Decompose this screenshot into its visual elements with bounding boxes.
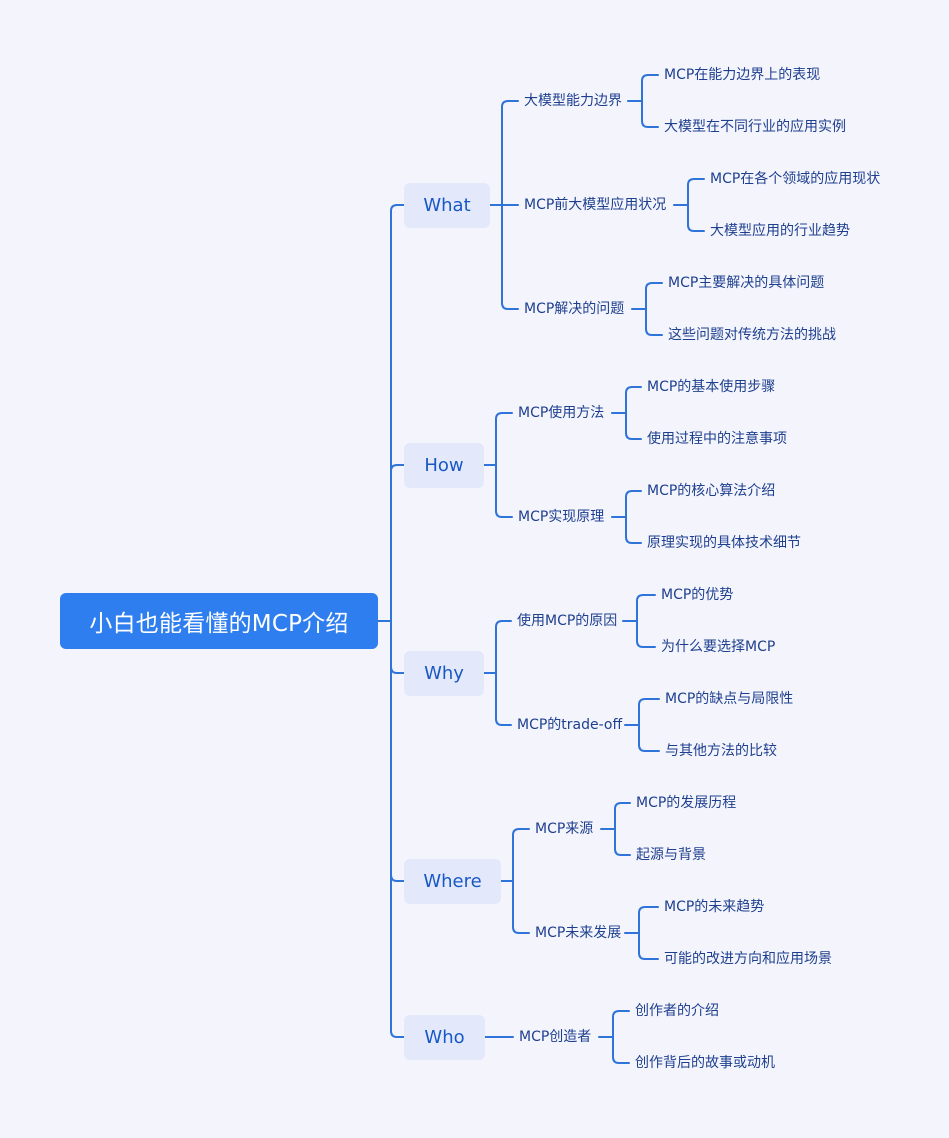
- topic-0-2[interactable]: MCP解决的问题: [524, 301, 625, 317]
- link-3-1-link-1: [638, 952, 659, 960]
- link-0-0-link-0: [641, 74, 659, 82]
- link-1-link-0: [495, 412, 513, 420]
- link-3-link-0: [512, 828, 530, 836]
- topic-1-0[interactable]: MCP使用方法: [518, 405, 605, 421]
- link-1-1-link-1: [625, 536, 642, 544]
- link-2-0-link-1: [636, 640, 656, 648]
- subtopic-3-1-0[interactable]: MCP的未来趋势: [664, 899, 765, 915]
- link-0-2-link-0: [645, 282, 663, 290]
- subtopic-0-1-1[interactable]: 大模型应用的行业趋势: [710, 223, 850, 239]
- subtopic-0-0-0[interactable]: MCP在能力边界上的表现: [664, 67, 821, 83]
- subtopic-2-0-1[interactable]: 为什么要选择MCP: [661, 639, 776, 655]
- link-root-link-0: [390, 204, 405, 212]
- link-0-1-link-0: [687, 178, 705, 186]
- branch-how[interactable]: How: [404, 443, 484, 488]
- link-0-1-link-1: [687, 224, 705, 232]
- subtopic-1-0-0[interactable]: MCP的基本使用步骤: [647, 379, 776, 395]
- topic-2-1[interactable]: MCP的trade-off: [517, 717, 623, 733]
- link-root-link-3: [390, 874, 405, 882]
- subtopic-4-0-1[interactable]: 创作背后的故事或动机: [635, 1055, 775, 1071]
- link-4-0-link-0: [612, 1010, 630, 1018]
- subtopic-4-0-0[interactable]: 创作者的介绍: [635, 1003, 719, 1019]
- link-0-link-2: [501, 302, 519, 310]
- link-1-0-link-1: [625, 432, 642, 440]
- subtopic-0-2-1[interactable]: 这些问题对传统方法的挑战: [668, 327, 836, 343]
- subtopic-0-0-1[interactable]: 大模型在不同行业的应用实例: [664, 119, 846, 135]
- link-3-0-link-1: [614, 848, 631, 856]
- branch-why[interactable]: Why: [404, 651, 484, 696]
- topic-3-0[interactable]: MCP来源: [535, 821, 594, 837]
- link-3-1-link-0: [638, 906, 659, 914]
- link-4-0-link-1: [612, 1056, 630, 1064]
- branch-who[interactable]: Who: [404, 1015, 485, 1060]
- link-2-link-1: [495, 718, 512, 726]
- link-0-link-0: [501, 100, 519, 108]
- link-root-link-1: [390, 464, 405, 472]
- subtopic-3-0-0[interactable]: MCP的发展历程: [636, 795, 737, 811]
- subtopic-1-1-1[interactable]: 原理实现的具体技术细节: [647, 535, 801, 551]
- subtopic-1-0-1[interactable]: 使用过程中的注意事项: [647, 431, 787, 447]
- topic-2-0[interactable]: 使用MCP的原因: [517, 613, 618, 629]
- link-1-1-link-0: [625, 490, 642, 498]
- root-node[interactable]: 小白也能看懂的MCP介绍: [60, 593, 378, 649]
- topic-3-1[interactable]: MCP未来发展: [535, 925, 622, 941]
- subtopic-2-1-0[interactable]: MCP的缺点与局限性: [665, 691, 794, 707]
- link-root-link-2: [390, 666, 405, 674]
- link-2-0-link-0: [636, 594, 656, 602]
- topic-1-1[interactable]: MCP实现原理: [518, 509, 605, 525]
- topic-4-0[interactable]: MCP创造者: [519, 1029, 592, 1045]
- link-2-1-link-1: [638, 744, 660, 752]
- link-3-link-1: [512, 926, 530, 934]
- subtopic-0-2-0[interactable]: MCP主要解决的具体问题: [668, 275, 825, 291]
- link-2-link-0: [495, 620, 512, 628]
- link-root-link-4: [390, 1030, 405, 1038]
- topic-0-1[interactable]: MCP前大模型应用状况: [524, 197, 667, 213]
- subtopic-2-1-1[interactable]: 与其他方法的比较: [665, 743, 777, 759]
- branch-what[interactable]: What: [404, 183, 490, 228]
- link-2-1-link-0: [638, 698, 660, 706]
- link-0-2-link-1: [645, 328, 663, 336]
- topic-0-0[interactable]: 大模型能力边界: [524, 93, 622, 109]
- subtopic-0-1-0[interactable]: MCP在各个领域的应用现状: [710, 171, 881, 187]
- link-3-0-link-0: [614, 802, 631, 810]
- link-1-link-1: [495, 510, 513, 518]
- subtopic-3-1-1[interactable]: 可能的改进方向和应用场景: [664, 951, 832, 967]
- subtopic-1-1-0[interactable]: MCP的核心算法介绍: [647, 483, 776, 499]
- link-0-0-link-1: [641, 120, 659, 128]
- subtopic-3-0-1[interactable]: 起源与背景: [636, 847, 706, 863]
- branch-where[interactable]: Where: [404, 859, 501, 904]
- subtopic-2-0-0[interactable]: MCP的优势: [661, 587, 734, 603]
- link-1-0-link-0: [625, 386, 642, 394]
